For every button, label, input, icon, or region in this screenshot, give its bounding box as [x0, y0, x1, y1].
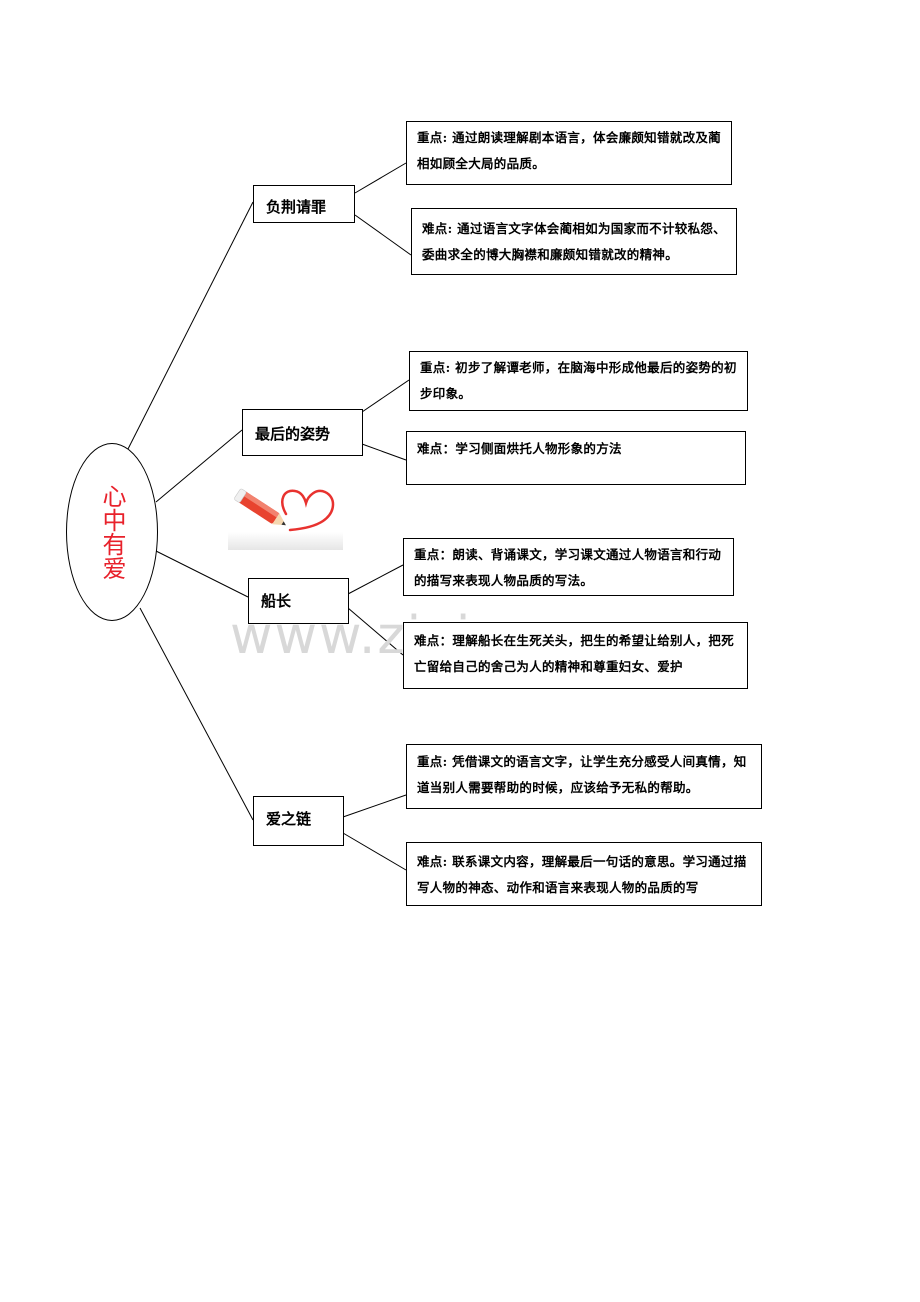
connector-topic-2-key	[361, 379, 410, 413]
connector-center-topic-4	[139, 607, 254, 821]
topic-node-2: 最后的姿势	[242, 409, 363, 456]
connector-topic-1-key	[354, 162, 407, 194]
connector-topic-3-difficult	[347, 607, 404, 656]
topic-3-difficult-point: 难点：理解船长在生死关头，把生的希望让给别人，把死亡留给自己的舍己为人的精神和尊…	[414, 633, 735, 674]
pencil-heart-icon	[228, 488, 343, 550]
connector-topic-4-difficult	[342, 832, 407, 871]
topic-3-key-point-box: 重点：朗读、背诵课文，学习课文通过人物语言和行动的描写来表现人物品质的写法。	[403, 538, 734, 596]
center-label: 心中有爱	[98, 484, 126, 580]
connector-topic-4-key	[342, 794, 407, 818]
topic-2-title: 最后的姿势	[255, 425, 331, 443]
topic-node-4: 爱之链	[253, 796, 344, 846]
topic-2-key-point: 重点: 初步了解谭老师，在脑海中形成他最后的姿势的初步印象。	[420, 360, 737, 401]
topic-1-difficult-point: 难点: 通过语言文字体会蔺相如为国家而不计较私怨、委曲求全的博大胸襟和廉颇知错就…	[422, 221, 726, 262]
topic-1-difficult-point-box: 难点: 通过语言文字体会蔺相如为国家而不计较私怨、委曲求全的博大胸襟和廉颇知错就…	[411, 208, 737, 275]
topic-3-title: 船长	[261, 592, 292, 610]
topic-2-difficult-point-box: 难点：学习侧面烘托人物形象的方法	[406, 431, 746, 485]
topic-1-key-point: 重点: 通过朗读理解剧本语言，体会廉颇知错就改及蔺相如顾全大局的品质。	[417, 130, 721, 171]
connector-topic-2-difficult	[361, 443, 407, 461]
topic-2-difficult-point: 难点：学习侧面烘托人物形象的方法	[417, 441, 622, 456]
connector-topic-3-key	[347, 564, 404, 595]
connector-center-topic-2	[155, 429, 243, 503]
topic-3-key-point: 重点：朗读、背诵课文，学习课文通过人物语言和行动的描写来表现人物品质的写法。	[414, 547, 722, 588]
topic-4-difficult-point: 难点: 联系课文内容，理解最后一句话的意思。学习通过描写人物的神态、动作和语言来…	[417, 854, 747, 895]
topic-node-1: 负荆请罪	[253, 185, 355, 223]
connector-center-topic-3	[155, 550, 249, 598]
topic-4-difficult-point-box: 难点: 联系课文内容，理解最后一句话的意思。学习通过描写人物的神态、动作和语言来…	[406, 842, 762, 906]
topic-1-key-point-box: 重点: 通过朗读理解剧本语言，体会廉颇知错就改及蔺相如顾全大局的品质。	[406, 121, 732, 185]
topic-3-difficult-point-box: 难点：理解船长在生死关头，把生的希望让给别人，把死亡留给自己的舍己为人的精神和尊…	[403, 622, 748, 689]
topic-2-key-point-box: 重点: 初步了解谭老师，在脑海中形成他最后的姿势的初步印象。	[409, 351, 748, 411]
topic-4-key-point: 重点: 凭借课文的语言文字，让学生充分感受人间真情，知道当别人需要帮助的时候，应…	[417, 754, 747, 795]
topic-4-key-point-box: 重点: 凭借课文的语言文字，让学生充分感受人间真情，知道当别人需要帮助的时候，应…	[406, 744, 762, 809]
topic-1-title: 负荆请罪	[266, 198, 327, 216]
topic-node-3: 船长	[248, 578, 349, 624]
topic-4-title: 爱之链	[266, 810, 312, 828]
connector-topic-1-difficult	[354, 214, 412, 256]
connector-center-topic-1	[127, 201, 254, 450]
center-node: 心中有爱	[66, 443, 158, 621]
